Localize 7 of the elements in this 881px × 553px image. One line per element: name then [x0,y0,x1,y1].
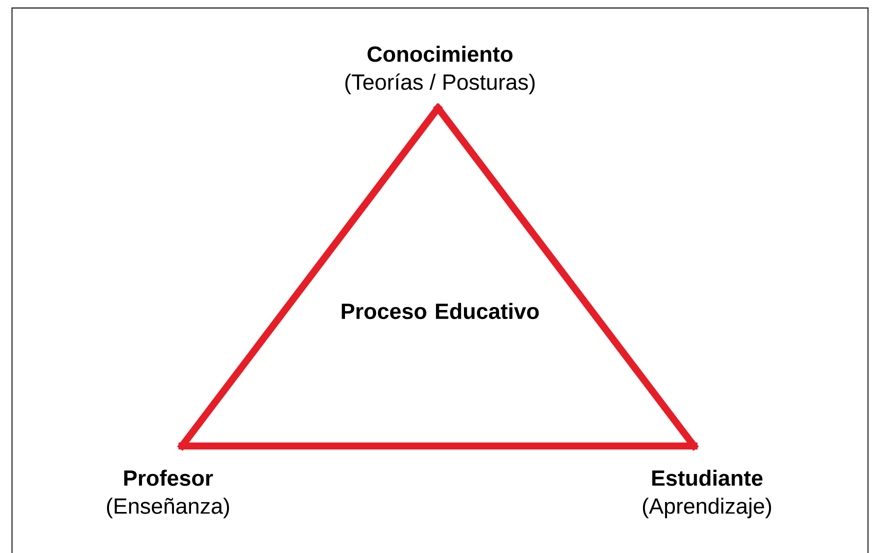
corner-label: Conocimiento (Teorías / Posturas) [345,46,535,94]
center-label: Proceso Educativo [342,302,539,320]
triangle-side [434,104,698,450]
triangle-side [178,442,698,450]
triangle-side [178,104,442,450]
corner-label: Profesor (Enseñanza) [107,470,229,518]
corner-label: Estudiante (Aprendizaje) [642,470,772,518]
